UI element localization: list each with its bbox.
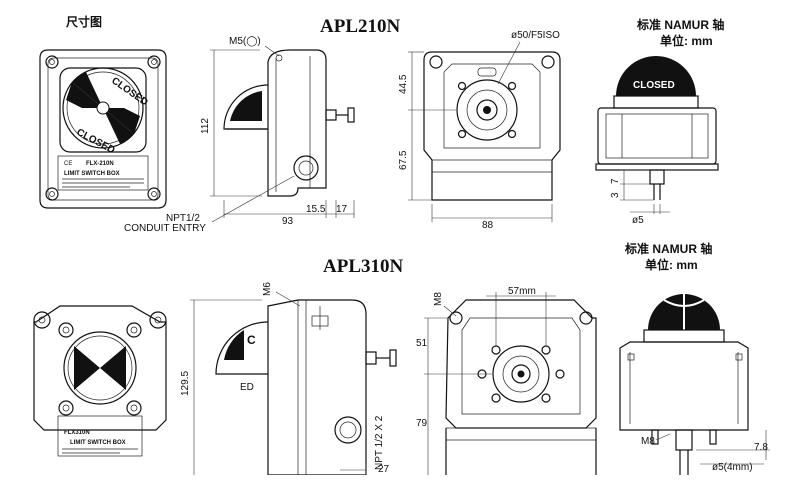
npt-label: NPT1/2 — [166, 213, 200, 224]
height-51: 51 — [416, 338, 428, 349]
height-129-5: 129.5 — [180, 371, 191, 396]
apl310n-namur-view: M8 7.8 ø5(4mm) — [619, 294, 770, 475]
plate-title: LIMIT SWITCH BOX — [70, 440, 126, 446]
namur-flange — [456, 79, 518, 141]
mounting-bolt-icon — [147, 55, 161, 69]
width-57mm: 57mm — [508, 286, 536, 297]
height-112: 112 — [200, 118, 211, 134]
width-17: 17 — [336, 204, 348, 215]
namur-dim-7-8: 7.8 — [754, 442, 768, 453]
conduit-entry-label: CONDUIT ENTRY — [124, 223, 206, 234]
plate-model: FLX310N — [64, 430, 90, 436]
name-plate: CE FLX-210N LIMIT SWITCH BOX — [57, 155, 149, 191]
npt-label: NPT 1/2 X 2 — [374, 415, 385, 470]
position-dial: CLOSED CLOSED — [62, 67, 150, 156]
flange-label: ø50/F5ISO — [511, 30, 560, 41]
mounting-bolt-icon — [45, 187, 59, 201]
apl310n-unit-label: 单位: mm — [645, 257, 698, 272]
namur-dim-7: 7 — [610, 178, 621, 184]
apl210n-back-view: ø50/F5ISO 44.5 67.5 88 — [398, 30, 561, 231]
conduit-entry-icon — [334, 416, 362, 444]
name-plate: FLX310N LIMIT SWITCH BOX — [57, 415, 143, 457]
dim-27: 27 — [378, 464, 390, 475]
namur-dim-5: ø5 — [632, 215, 644, 226]
apl210n-namur-view: CLOSED 7 3 ø5 — [595, 56, 719, 226]
namur-dim-3: 3 — [610, 192, 621, 198]
apl310n-front-view: FLX310N LIMIT SWITCH BOX — [33, 305, 167, 457]
height-67-5: 67.5 — [398, 150, 409, 170]
mounting-bolt-icon — [147, 187, 161, 201]
height-44-5: 44.5 — [398, 74, 409, 94]
svg-text:CE: CE — [64, 161, 72, 167]
namur-m8-label: M8 — [641, 436, 655, 447]
namur-dome-text: CLOSED — [633, 80, 675, 91]
plate-model: FLX-210N — [86, 161, 114, 167]
dial-top-text: CLOSED — [109, 75, 149, 108]
apl310n-side-view: C ED M6 129.5 NPT 1/2 X 2 27 — [180, 282, 397, 476]
width-15-5: 15.5 — [306, 204, 326, 215]
conduit-entry-icon — [293, 155, 319, 181]
dial-c-letter: C — [247, 333, 256, 347]
apl210n-side-view: M5(◯) 112 93 15.5 17 NPT1/2 CONDUIT ENTR… — [124, 36, 355, 234]
plate-title: LIMIT SWITCH BOX — [64, 171, 120, 177]
apl310n-namur-label: 标准 NAMUR 轴 — [624, 241, 712, 256]
m8-label: M8 — [433, 292, 444, 306]
apl210n-unit-label: 单位: mm — [660, 33, 713, 48]
height-79: 79 — [416, 418, 428, 429]
dial-ed-letter: ED — [240, 382, 254, 393]
width-88: 88 — [482, 220, 494, 231]
apl210n-title: APL210N — [320, 16, 401, 37]
mounting-bolt-icon — [45, 55, 59, 69]
m6-label: M6 — [262, 282, 273, 296]
apl210n-namur-label: 标准 NAMUR 轴 — [636, 17, 724, 32]
width-93: 93 — [282, 216, 294, 227]
apl310n-back-view: 57mm M8 51 79 — [416, 286, 597, 475]
position-dial — [63, 331, 137, 405]
namur-dim-5: ø5(4mm) — [712, 462, 753, 473]
m5-label: M5(◯) — [229, 36, 261, 47]
apl210n-front-view: CLOSED CLOSED CE FLX-210N LIMIT SWITCH B… — [39, 49, 167, 209]
size-label: 尺寸图 — [66, 14, 102, 29]
namur-flange — [477, 345, 565, 403]
apl310n-title: APL310N — [323, 256, 404, 277]
